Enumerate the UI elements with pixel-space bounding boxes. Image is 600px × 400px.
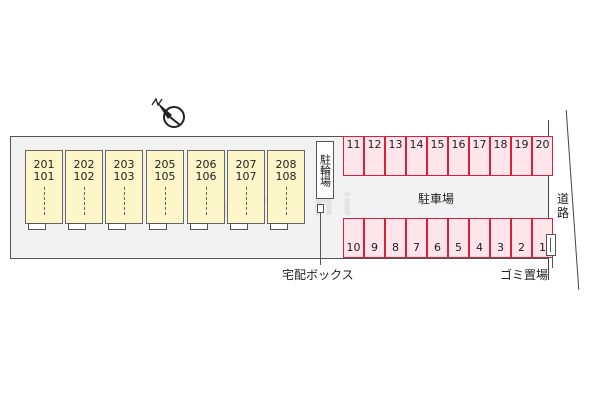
unit-step xyxy=(149,223,167,230)
unit-upper-number: 207 xyxy=(235,158,257,171)
road-label: 道路 xyxy=(557,192,570,220)
unit-step xyxy=(68,223,86,230)
unit-lower-number: 105 xyxy=(154,170,176,183)
parking-space-5: 5 xyxy=(448,218,469,258)
garbage-area-icon xyxy=(546,234,556,256)
unit-upper-number: 202 xyxy=(73,158,95,171)
unit-upper-number: 208 xyxy=(275,158,297,171)
parking-space-3: 3 xyxy=(490,218,511,258)
parking-space-14: 14 xyxy=(406,136,427,176)
unit-upper-number: 203 xyxy=(113,158,135,171)
parking-label: 駐車場 xyxy=(418,192,455,206)
unit-step xyxy=(230,223,248,230)
parking-space-2: 2 xyxy=(511,218,532,258)
parking-space-19: 19 xyxy=(511,136,532,176)
unit-upper-number: 206 xyxy=(195,158,217,171)
entry-path xyxy=(44,187,46,215)
garbage-leader xyxy=(552,256,553,268)
road-edge-left xyxy=(548,120,549,280)
unit-lower-number: 106 xyxy=(195,170,217,183)
unit-upper-number: 201 xyxy=(33,158,55,171)
unit-lower-number: 108 xyxy=(275,170,297,183)
entry-path xyxy=(206,187,208,215)
parking-space-11: 11 xyxy=(343,136,364,176)
unit-upper-number: 205 xyxy=(154,158,176,171)
delivery-box-label: 宅配ボックス xyxy=(282,268,354,282)
entry-path xyxy=(246,187,248,215)
delivery-box-leader xyxy=(320,213,321,265)
entry-path xyxy=(124,187,126,215)
delivery-box-icon xyxy=(317,204,324,213)
unit-step xyxy=(190,223,208,230)
unit-step xyxy=(28,223,46,230)
unit-lower-number: 101 xyxy=(33,170,55,183)
parking-space-7: 7 xyxy=(406,218,427,258)
unit-lower-number: 107 xyxy=(235,170,257,183)
unit-step xyxy=(270,223,288,230)
unit-step xyxy=(108,223,126,230)
parking-space-17: 17 xyxy=(469,136,490,176)
parking-space-6: 6 xyxy=(427,218,448,258)
parking-space-8: 8 xyxy=(385,218,406,258)
parking-space-18: 18 xyxy=(490,136,511,176)
entry-path xyxy=(84,187,86,215)
parking-space-12: 12 xyxy=(364,136,385,176)
garbage-label: ゴミ置場 xyxy=(500,268,549,282)
unit-lower-number: 103 xyxy=(113,170,135,183)
entry-path xyxy=(286,187,288,215)
parking-space-9: 9 xyxy=(364,218,385,258)
entry-path xyxy=(165,187,167,215)
parking-space-13: 13 xyxy=(385,136,406,176)
parking-space-16: 16 xyxy=(448,136,469,176)
unit-lower-number: 102 xyxy=(73,170,95,183)
bike-parking: 駐輪場 xyxy=(316,141,334,199)
north-arrow-icon xyxy=(151,97,185,128)
parking-space-4: 4 xyxy=(469,218,490,258)
parking-space-20: 20 xyxy=(532,136,553,176)
parking-space-15: 15 xyxy=(427,136,448,176)
parking-space-10: 10 xyxy=(343,218,364,258)
